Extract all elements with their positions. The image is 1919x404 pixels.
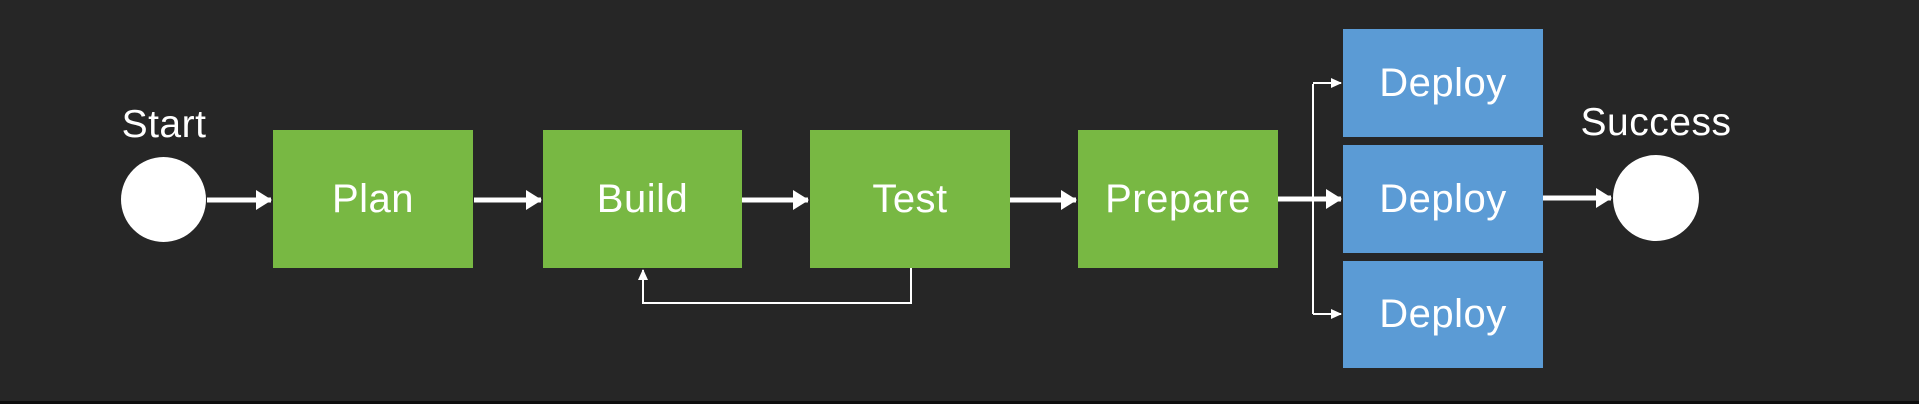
node-deploy-1-label: Deploy: [1379, 60, 1507, 105]
start-label: Start: [121, 103, 207, 146]
slide-edge: [0, 401, 1919, 404]
success-label: Success: [1580, 101, 1732, 144]
node-prepare: Prepare: [1078, 130, 1278, 268]
node-test-label: Test: [872, 176, 948, 221]
node-deploy-3-label: Deploy: [1379, 292, 1507, 336]
node-deploy-2: Deploy: [1343, 145, 1543, 253]
node-success: [1613, 155, 1699, 241]
node-deploy-3: Deploy: [1343, 261, 1543, 368]
edge-test-build-feedback: [638, 268, 912, 304]
node-prepare-label: Prepare: [1105, 176, 1251, 221]
node-build: Build: [543, 130, 742, 268]
node-test: Test: [810, 130, 1010, 268]
node-build-label: Build: [596, 176, 689, 221]
node-deploy-2-label: Deploy: [1379, 176, 1507, 221]
node-plan: Plan: [273, 130, 473, 268]
node-plan-label: Plan: [331, 176, 415, 221]
node-start: [121, 157, 206, 242]
node-deploy-1: Deploy: [1343, 29, 1543, 137]
